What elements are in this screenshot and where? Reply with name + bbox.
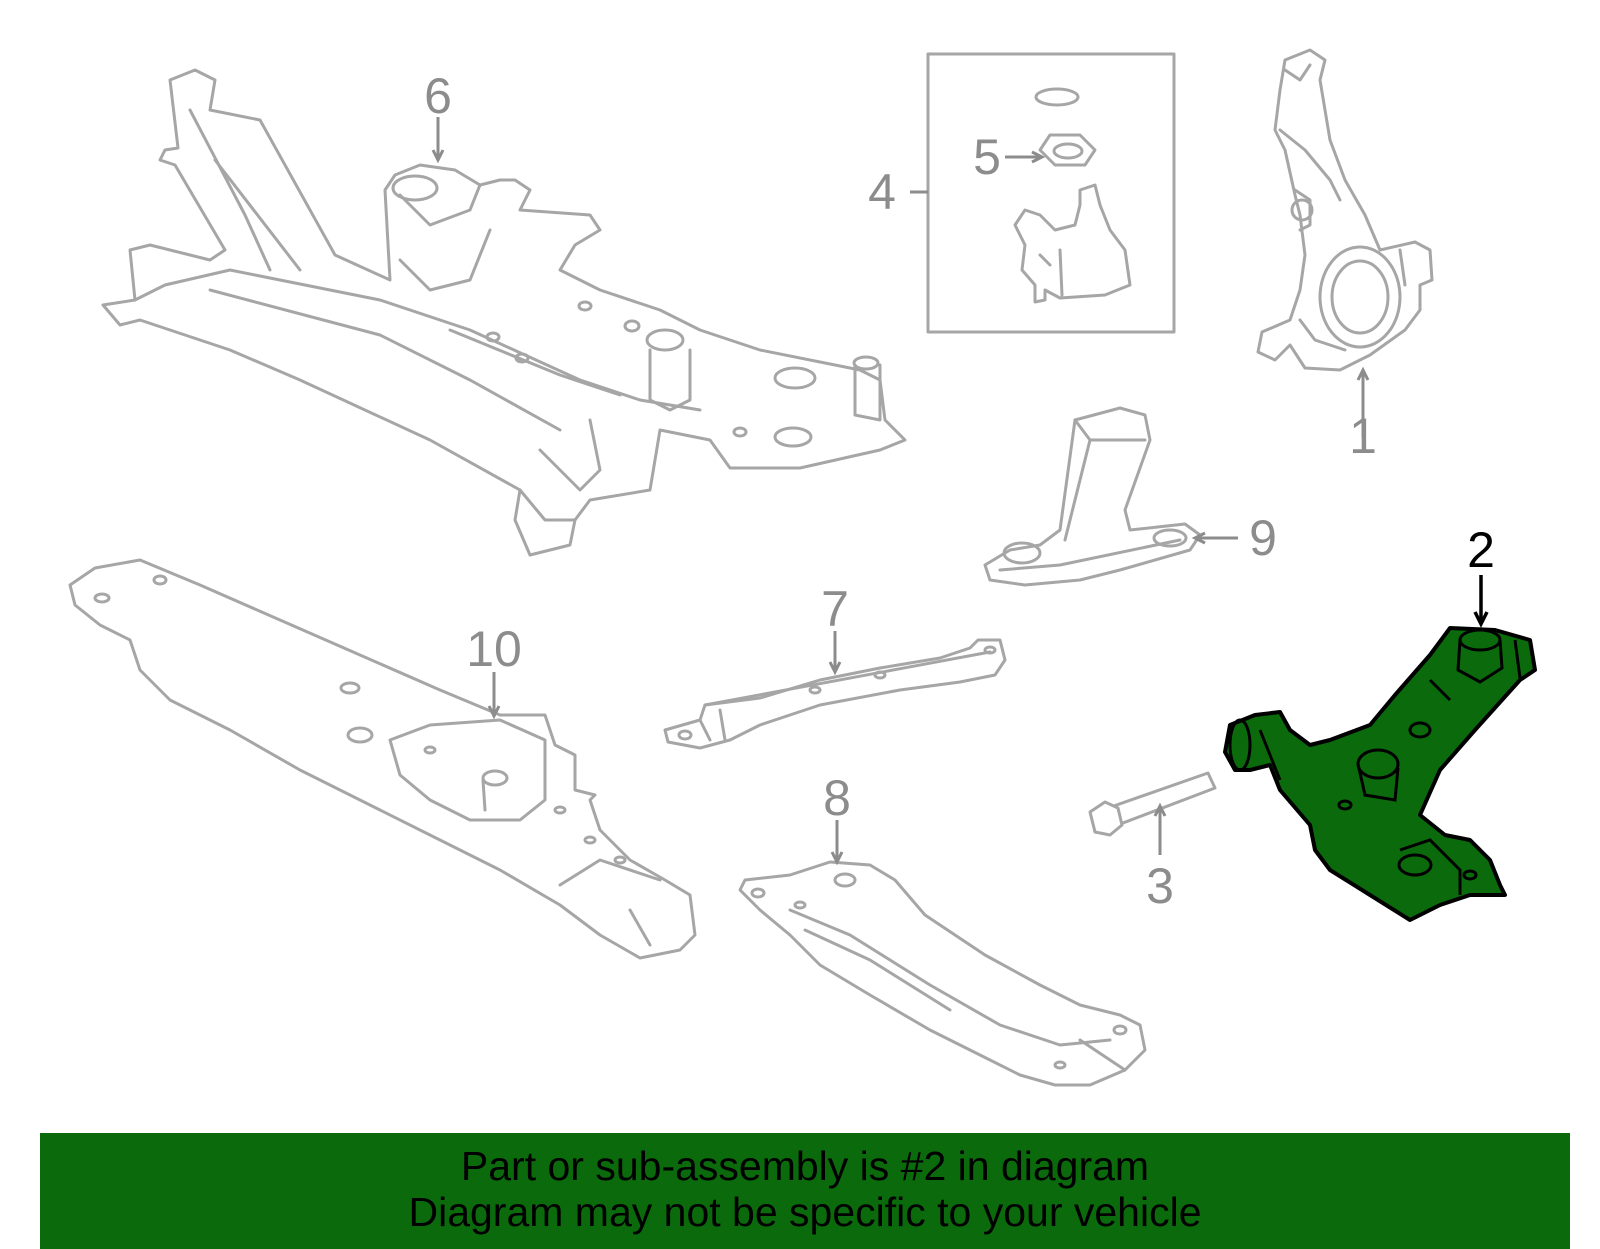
banner-line-2: Diagram may not be specific to your vehi… <box>408 1189 1202 1235</box>
part-3-bolt <box>1088 771 1217 837</box>
banner-line-1: Part or sub-assembly is #2 in diagram <box>460 1143 1150 1189</box>
part-2-lower-control-arm <box>1223 626 1537 922</box>
part-8-bar <box>738 860 1147 1087</box>
callout-9: 9 <box>1249 510 1277 566</box>
part-7-bar <box>663 638 1007 750</box>
part-9-bracket <box>983 406 1202 587</box>
callout-5: 5 <box>973 129 1001 185</box>
info-banner: Part or sub-assembly is #2 in diagram Di… <box>40 1133 1570 1249</box>
callout-7: 7 <box>821 581 849 637</box>
part-4-ball-joint-kit <box>926 52 1176 334</box>
part-6-crossmember <box>101 68 907 557</box>
callout-10: 10 <box>466 621 522 677</box>
part-5-nut <box>1038 133 1097 167</box>
callout-4: 4 <box>868 164 896 220</box>
part-1-steering-knuckle <box>1256 48 1434 372</box>
part-10-brace <box>68 558 697 960</box>
callout-3: 3 <box>1146 858 1174 914</box>
callout-2: 2 <box>1467 522 1495 578</box>
callout-1: 1 <box>1349 408 1377 464</box>
callout-6: 6 <box>424 68 452 124</box>
callout-8: 8 <box>823 770 851 826</box>
leader-lines <box>431 117 1489 866</box>
callout-labels: 1 2 3 4 5 6 7 9 8 10 <box>424 68 1495 914</box>
